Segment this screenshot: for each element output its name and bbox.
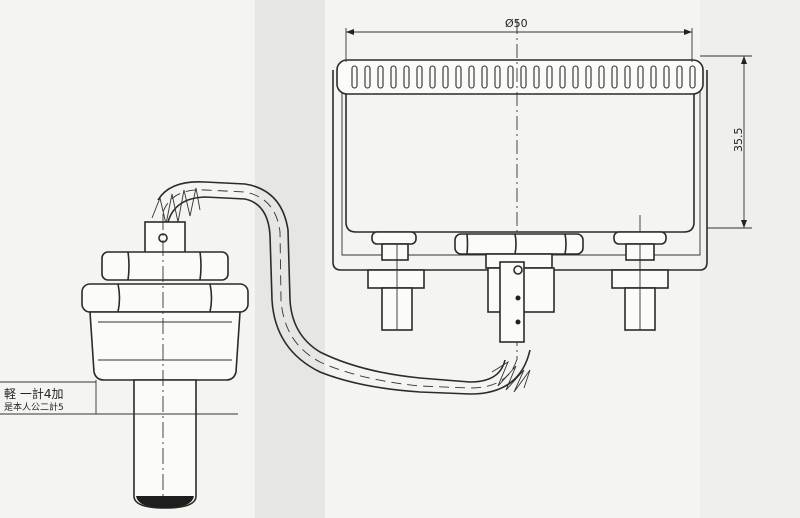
knurl-ridge [494, 65, 501, 89]
immersion-note-secondary: 是本人公二計5 [4, 401, 64, 413]
gauge-center-fitting [454, 233, 584, 343]
scan-shade-right [700, 0, 800, 518]
knurl-ridge [598, 65, 605, 89]
gauge-bezel [336, 59, 704, 95]
knurl-ridge [533, 65, 540, 89]
knurl-ridge [572, 65, 579, 89]
knurl-ridge [624, 65, 631, 89]
sensor-probe [81, 214, 249, 509]
gauge-terminal-left [367, 231, 425, 331]
knurl-ridge [377, 65, 384, 89]
gauge-terminal-right [611, 231, 669, 331]
immersion-note-primary: 軽 一計4加 [4, 386, 63, 401]
knurl-ridge [559, 65, 566, 89]
knurl-ridge [429, 65, 436, 89]
scan-shade-band [255, 0, 325, 518]
knurl-ridge [546, 65, 553, 89]
knurl-ridge [611, 65, 618, 89]
knurl-ridge [520, 65, 527, 89]
knurl-ridge [507, 65, 514, 89]
knurl-ridge [455, 65, 462, 89]
knurl-ridge [403, 65, 410, 89]
bezel-knurling [351, 65, 696, 89]
knurl-ridge [676, 65, 683, 89]
knurl-ridge [390, 65, 397, 89]
knurl-ridge [351, 65, 358, 89]
dimension-diameter: Ø50 [345, 17, 693, 62]
knurl-ridge [637, 65, 644, 89]
knurl-ridge [663, 65, 670, 89]
dimension-immersion: 軽 一計4加 是本人公二計5 [0, 380, 238, 415]
dimension-height: 35.5 [700, 55, 752, 229]
gauge-housing [332, 20, 708, 360]
knurl-ridge [442, 65, 449, 89]
dimension-height-label: 35.5 [732, 128, 745, 153]
knurl-ridge [689, 65, 696, 89]
knurl-ridge [650, 65, 657, 89]
knurl-ridge [364, 65, 371, 89]
knurl-ridge [416, 65, 423, 89]
dimension-diameter-label: Ø50 [505, 17, 528, 30]
knurl-ridge [468, 65, 475, 89]
knurl-ridge [481, 65, 488, 89]
capillary-tube [151, 181, 531, 395]
knurl-ridge [585, 65, 592, 89]
